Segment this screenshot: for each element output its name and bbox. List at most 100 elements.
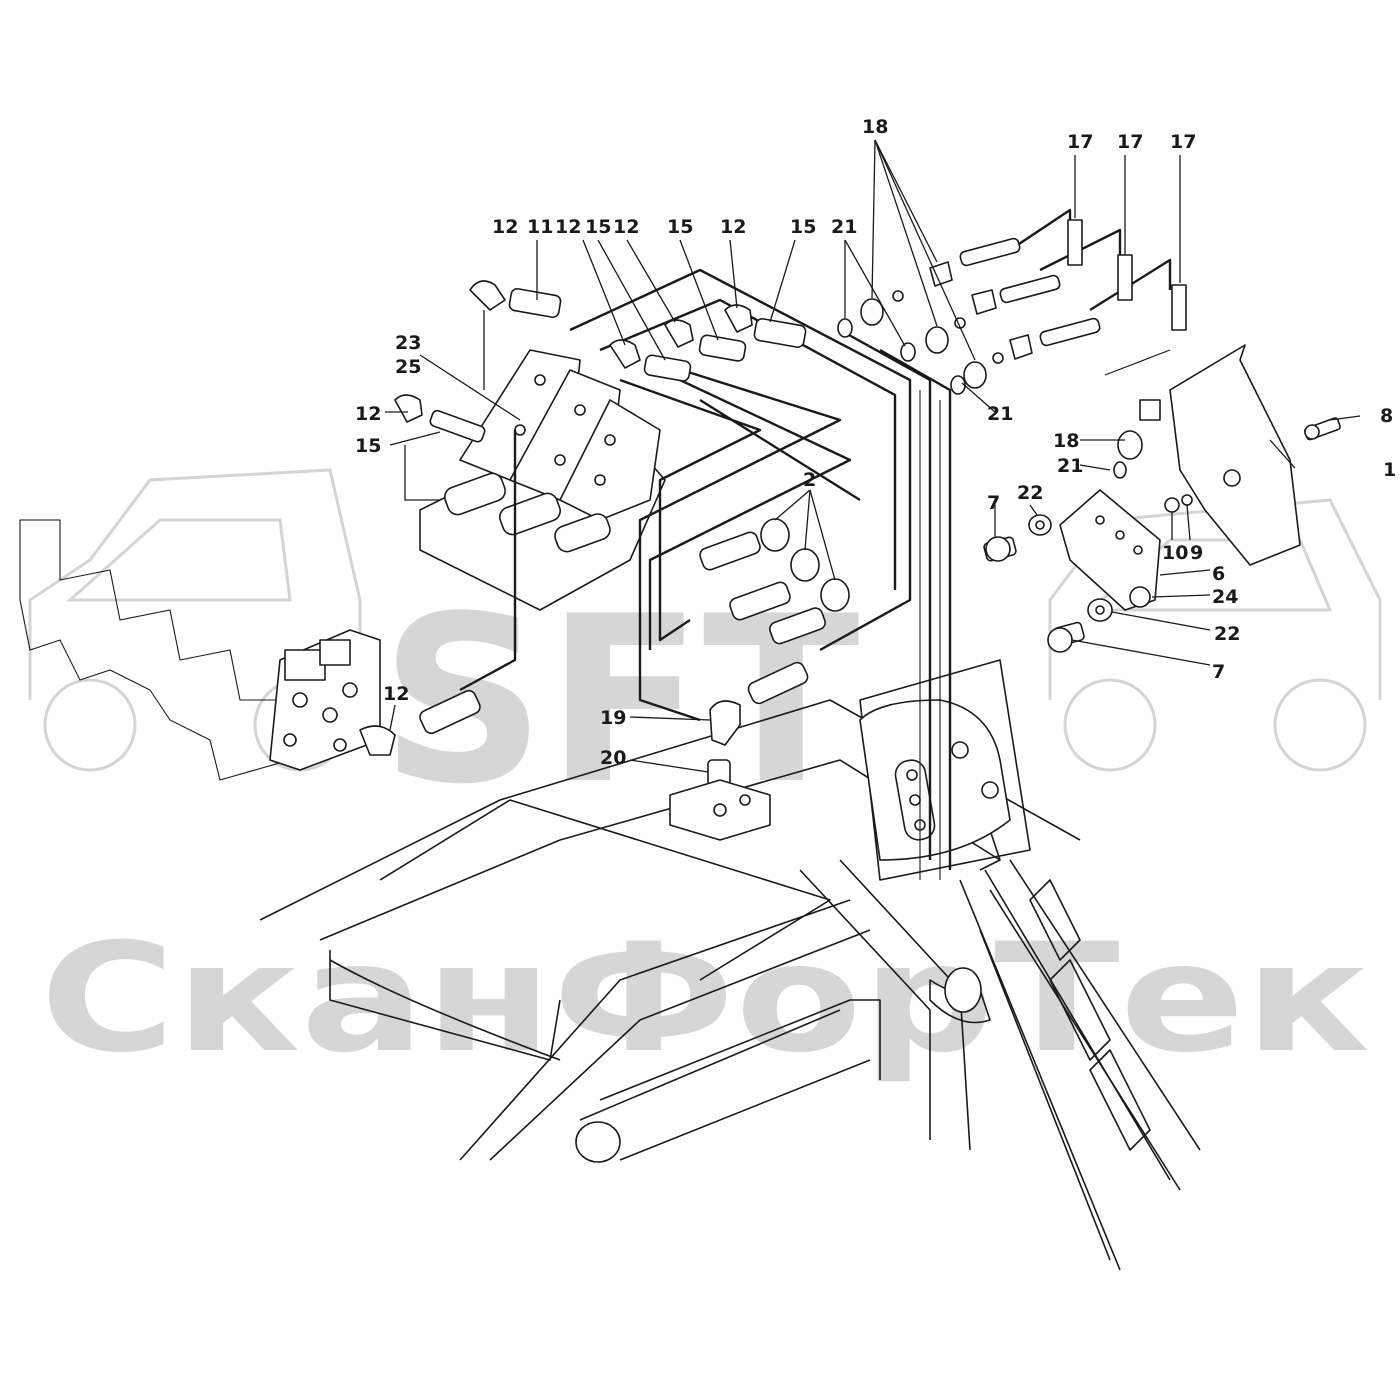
callout-12: 12 — [555, 216, 581, 238]
hose-end-fitting — [698, 334, 747, 362]
valve-solenoid — [284, 649, 326, 681]
seal-ring — [992, 352, 1004, 364]
pivot-pin-boss — [575, 1121, 621, 1163]
bracket-hole — [1095, 515, 1105, 525]
hose-end-fitting — [769, 607, 826, 645]
callout-12: 12 — [720, 216, 746, 238]
callout-7: 7 — [1212, 661, 1225, 683]
adapter-fitting-2 — [790, 548, 820, 582]
hose-end-fitting — [419, 689, 481, 735]
o-ring-21 — [950, 375, 966, 395]
watermark-caption: СканФорТек — [40, 912, 1370, 1086]
quick-coupler-17 — [999, 274, 1061, 304]
callout-15: 15 — [790, 216, 816, 238]
adapter-fitting-18 — [860, 298, 884, 326]
clamp-hole — [909, 794, 921, 806]
callout-15: 15 — [585, 216, 611, 238]
elbow-fitting — [394, 394, 423, 423]
hose-end-fitting — [753, 317, 807, 349]
o-ring-21 — [900, 342, 916, 362]
dust-cap-17 — [1171, 284, 1187, 331]
nut-fitting — [1139, 399, 1161, 421]
bracket-6 — [1059, 489, 1161, 611]
block-port — [713, 803, 727, 817]
callout-18: 18 — [862, 116, 888, 138]
left-control-valve — [19, 519, 381, 781]
callout-1: 1 — [1383, 459, 1396, 481]
callout-17: 17 — [1170, 131, 1196, 153]
callout-12: 12 — [355, 403, 381, 425]
tractor-frame — [259, 659, 1201, 1271]
callout-15: 15 — [355, 435, 381, 457]
adapter-fitting-18 — [1117, 430, 1143, 460]
callout-22: 22 — [1214, 623, 1240, 645]
bracket-24 — [1129, 586, 1151, 608]
valve-bolt — [604, 434, 616, 446]
plate-hole — [951, 741, 969, 759]
callout-12: 12 — [492, 216, 518, 238]
nut-fitting — [971, 289, 997, 315]
o-ring-21 — [1113, 461, 1127, 479]
hydraulic-hoses — [459, 208, 1172, 880]
elbow-fitting — [724, 304, 753, 333]
valve-port — [292, 692, 308, 708]
o-ring-21 — [837, 318, 853, 338]
guard-hole — [1223, 469, 1241, 487]
mounting-plate-assembly — [859, 699, 1011, 861]
dust-cap-17 — [1067, 219, 1083, 266]
mounting-plate — [859, 699, 1011, 861]
adapter-fitting-18 — [963, 361, 987, 389]
clamp-hole — [906, 769, 918, 781]
callout-19: 19 — [600, 707, 626, 729]
valve-bolt — [554, 454, 566, 466]
quick-coupler-17 — [1039, 317, 1101, 347]
valve-lever — [444, 472, 506, 516]
elbow-fitting — [664, 319, 694, 348]
valve-lever — [554, 513, 611, 553]
seal-ring — [892, 290, 904, 302]
hose-end-fitting — [508, 287, 562, 319]
valve-bolt — [534, 374, 546, 386]
hose-end-fitting — [729, 581, 791, 621]
callout-15: 15 — [667, 216, 693, 238]
valve-outline-ghost — [19, 519, 291, 781]
callout-21: 21 — [1057, 455, 1083, 477]
elbow-fitting-19 — [709, 700, 741, 746]
valve-port — [333, 738, 347, 752]
cover-guard-1 — [1169, 344, 1301, 566]
elbow-fitting — [469, 280, 506, 311]
elbow-fitting — [609, 339, 641, 369]
callout-12: 12 — [383, 683, 409, 705]
callout-2: 2 — [803, 469, 816, 491]
nut-fitting — [929, 261, 953, 287]
dust-cap-17 — [1117, 254, 1133, 301]
hose-end-fitting — [747, 661, 809, 705]
callout-18: 18 — [1053, 430, 1079, 452]
callout-17: 17 — [1117, 131, 1143, 153]
valve-bolt — [594, 474, 606, 486]
plate-hole — [981, 781, 999, 799]
callout-6: 6 — [1212, 563, 1225, 585]
callout-17: 17 — [1067, 131, 1093, 153]
callout-25: 25 — [395, 356, 421, 378]
nut-10 — [1164, 497, 1180, 513]
callout-24: 24 — [1212, 586, 1238, 608]
screw-head-8 — [1304, 424, 1320, 440]
callout-21: 21 — [831, 216, 857, 238]
callout-9: 9 — [1190, 542, 1203, 564]
callout-7: 7 — [987, 492, 1000, 514]
valve-port — [322, 707, 338, 723]
valve-bolt — [574, 404, 586, 416]
adapter-fitting-2 — [820, 578, 850, 612]
hose-end-fitting — [429, 409, 486, 443]
callout-20: 20 — [600, 747, 626, 769]
valve-solenoid — [319, 639, 351, 666]
valve-port — [342, 682, 358, 698]
valve-bolt — [514, 424, 526, 436]
callout-23: 23 — [395, 332, 421, 354]
elbow-45-fitting — [359, 725, 396, 756]
callout-8: 8 — [1380, 405, 1393, 427]
hose-end-fitting — [699, 531, 761, 571]
